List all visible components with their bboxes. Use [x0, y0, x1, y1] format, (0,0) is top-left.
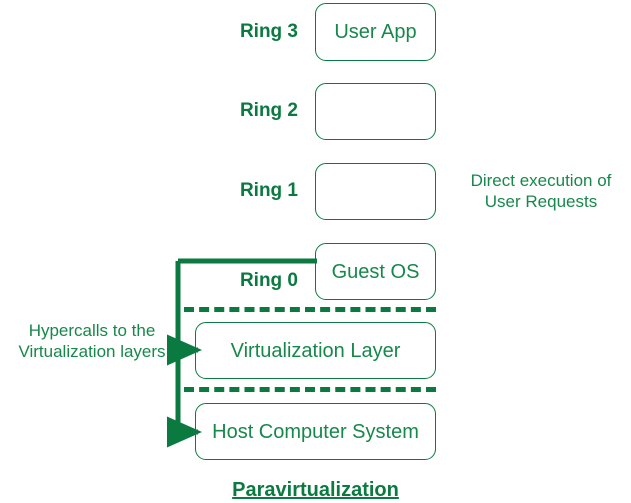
- ring-box-ring-1: [315, 163, 436, 220]
- ring-label-ring-3: Ring 3: [239, 21, 298, 42]
- ring-label-ring-1: Ring 1: [239, 180, 298, 201]
- ring-box-user-app-label: User App: [334, 21, 417, 43]
- annotation-direct-execution-line1: Direct execution of: [470, 171, 612, 190]
- dashed-separator-ring0-virtualization: [184, 307, 436, 312]
- annotation-hypercalls-line2: Virtualization layers: [18, 342, 166, 362]
- layer-box-virtualization-layer: Virtualization Layer: [195, 322, 436, 379]
- annotation-direct-execution-line2: User Requests: [484, 192, 598, 212]
- annotation-hypercalls-line1: Hypercalls to the: [28, 321, 156, 340]
- layer-box-host-computer-system-label: Host Computer System: [212, 420, 419, 443]
- ring-box-guest-os-label: Guest OS: [331, 260, 420, 283]
- dashed-separator-virtualization-host: [184, 387, 436, 392]
- annotation-hypercalls: Hypercalls to the Virtualization layers: [8, 320, 176, 363]
- ring-label-ring-0: Ring 0: [239, 270, 298, 291]
- ring-box-ring-2: [315, 83, 436, 140]
- layer-box-host-computer-system: Host Computer System: [195, 403, 436, 460]
- ring-box-user-app: User App: [315, 3, 436, 61]
- layer-box-virtualization-layer-label: Virtualization Layer: [230, 339, 401, 362]
- diagram-title: Paravirtualization: [232, 479, 399, 501]
- ring-box-guest-os: Guest OS: [315, 243, 436, 300]
- annotation-direct-execution: Direct execution of User Requests: [461, 170, 621, 213]
- ring-label-ring-2: Ring 2: [239, 100, 298, 121]
